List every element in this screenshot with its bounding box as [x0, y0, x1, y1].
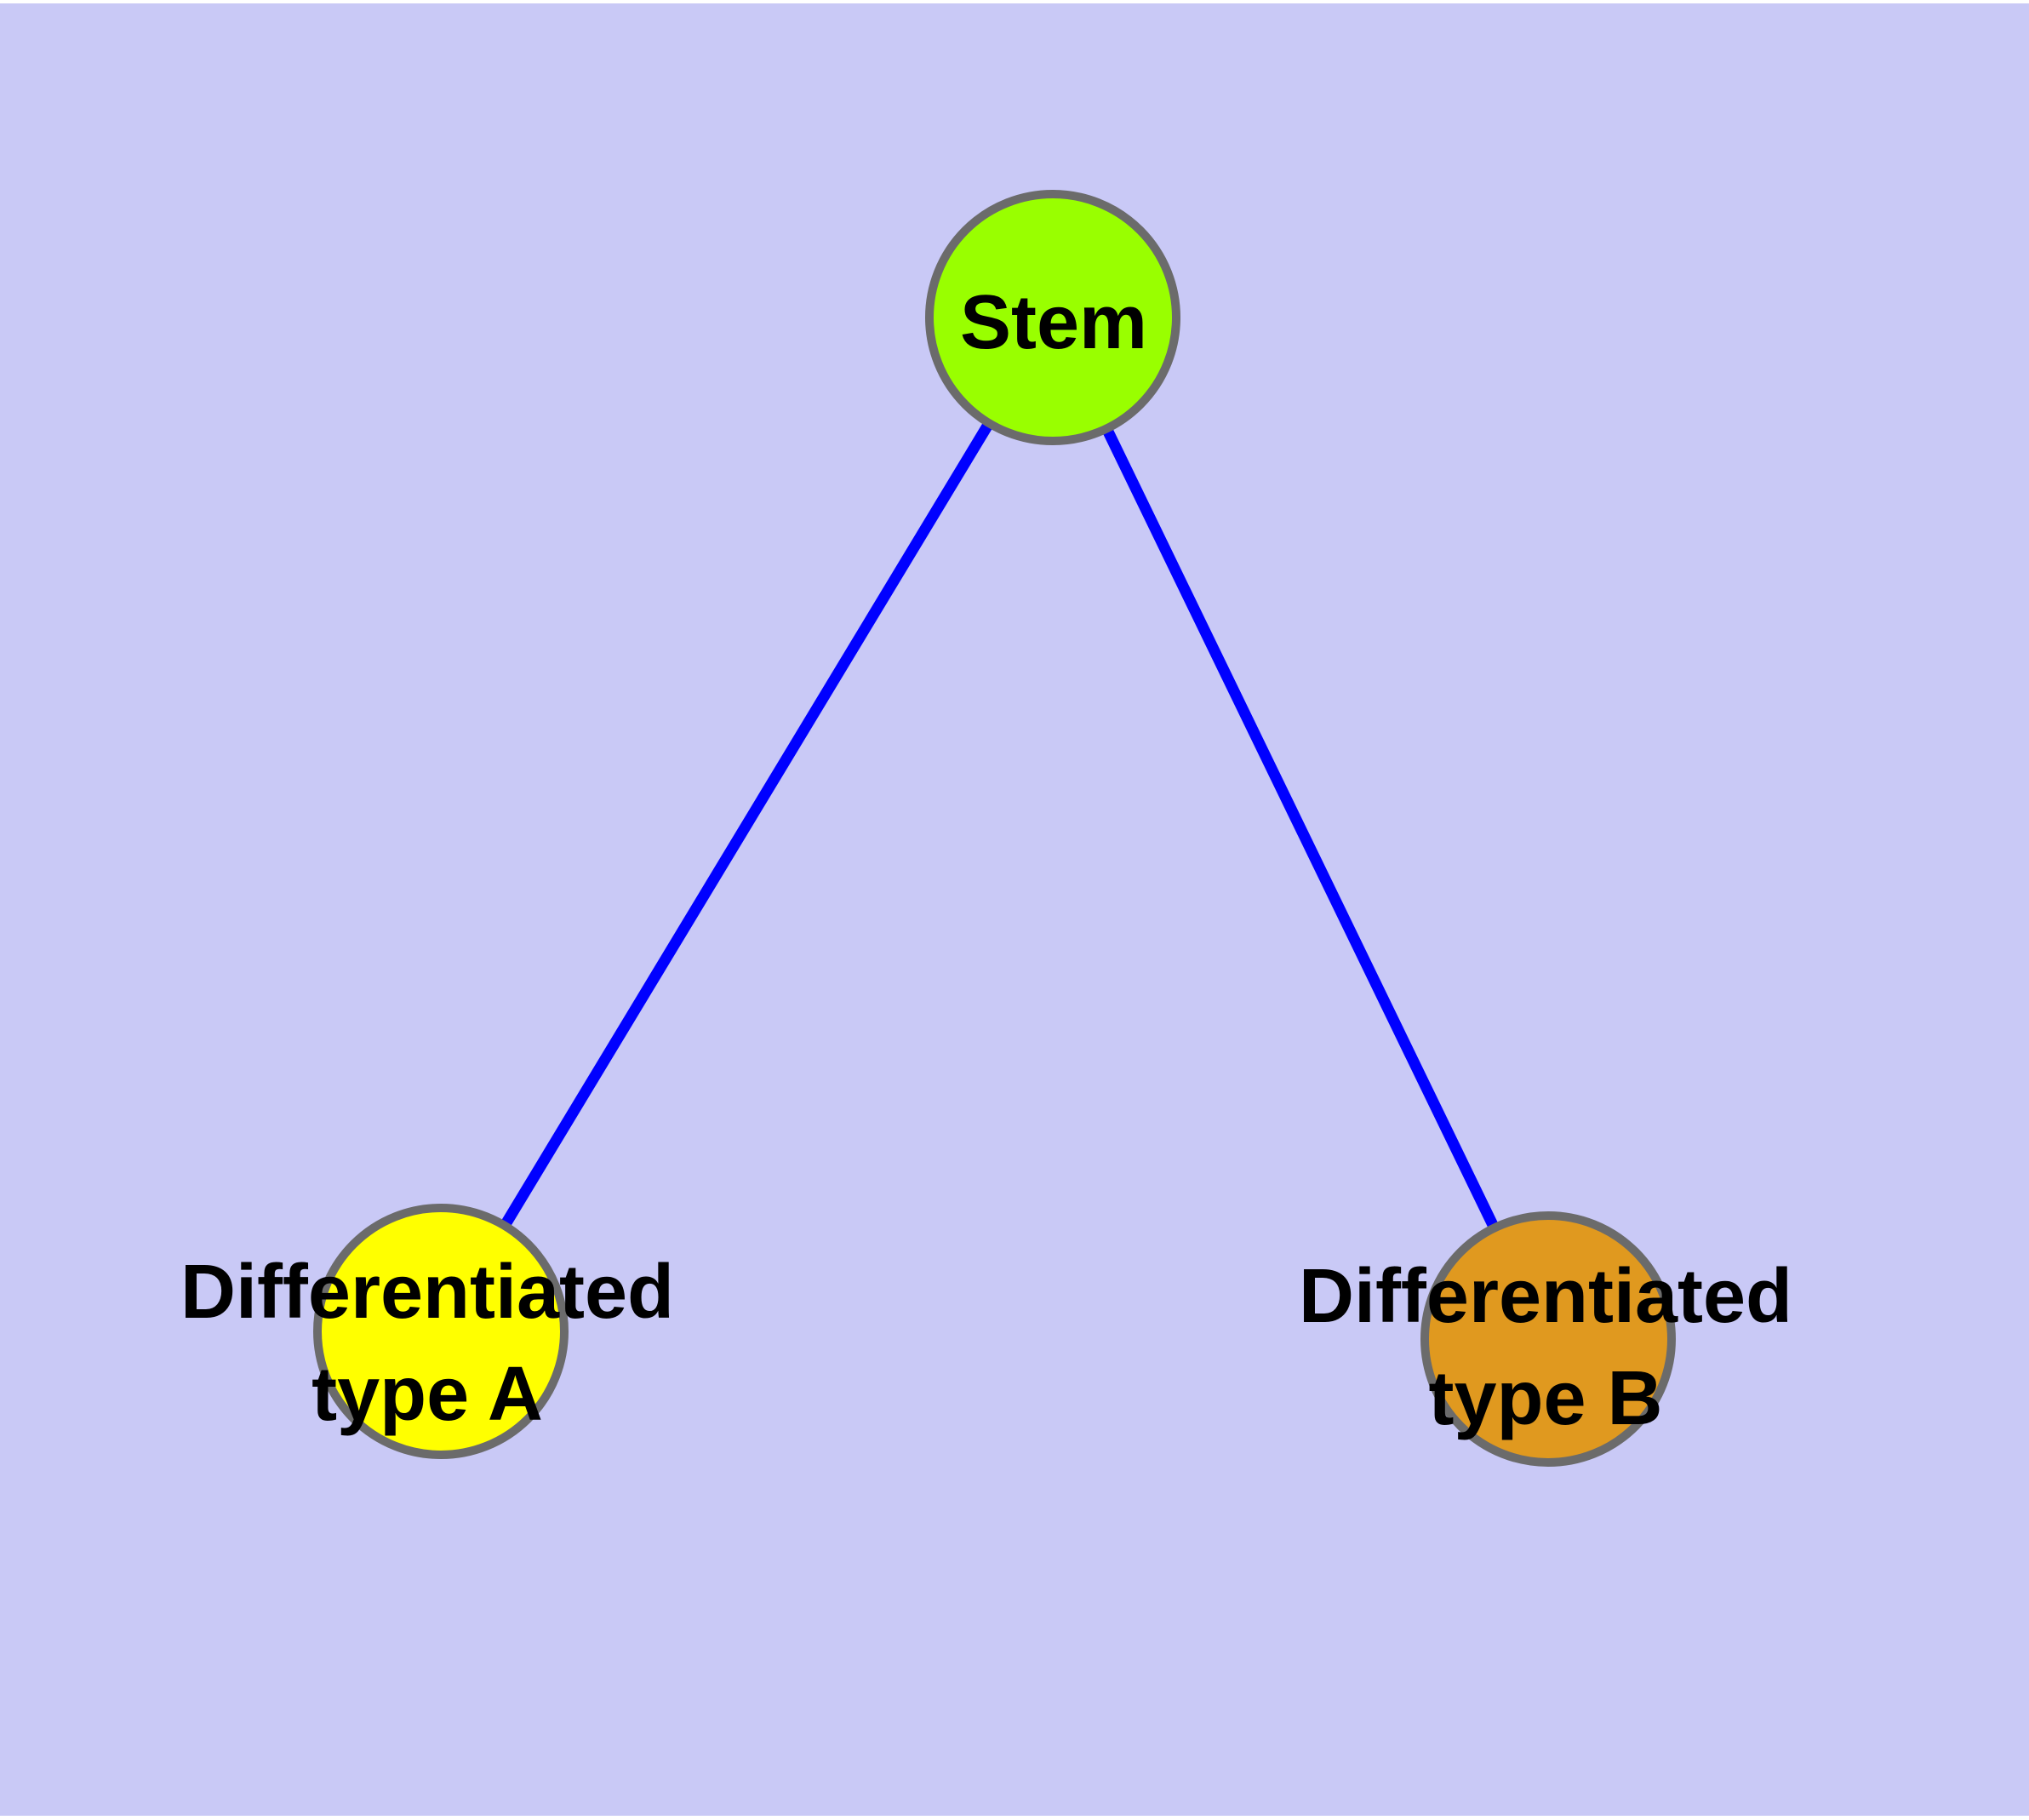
- edge-stem-to-type-a: [436, 314, 1058, 1335]
- edge-stem-to-type-b: [1048, 315, 1553, 1342]
- node-differentiated-type-b: [1420, 1211, 1676, 1467]
- node-stem-label: Stem: [960, 280, 1147, 365]
- node-differentiated-type-a: [313, 1204, 569, 1459]
- node-type-b-label-line2: type B: [1428, 1356, 1662, 1441]
- node-type-a-label-line1: Differentiated: [180, 1250, 674, 1335]
- node-type-b-label-line1: Differentiated: [1299, 1254, 1792, 1339]
- node-stem: [925, 190, 1180, 445]
- node-type-a-label-line2: type A: [311, 1352, 543, 1437]
